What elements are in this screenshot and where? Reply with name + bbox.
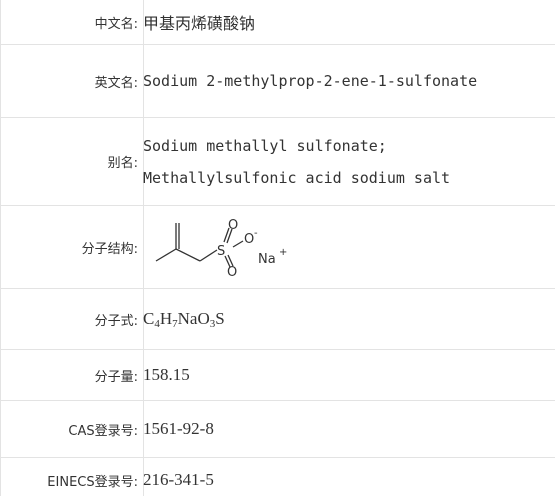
- table-row-formula: 分子式: C4H7NaO3S: [0, 289, 555, 350]
- formula-h: H: [159, 309, 173, 328]
- table-row-einecs: EINECS登录号: 216-341-5: [0, 458, 555, 502]
- alias-line-2: Methallylsulfonic acid sodium salt: [143, 168, 451, 187]
- atom-o-minus: O: [244, 232, 254, 247]
- english-name-label: 英文名:: [94, 75, 138, 91]
- mw-label: 分子量:: [94, 369, 138, 385]
- formula-s: S: [215, 309, 225, 328]
- structure-label: 分子结构:: [81, 241, 138, 257]
- cas-value: 1561-92-8: [143, 419, 214, 438]
- alias-value: Sodium methallyl sulfonate; Methallylsul…: [138, 130, 450, 194]
- table-row-chinese-name: 中文名: 甲基丙烯磺酸钠: [0, 0, 555, 45]
- atom-o-top: O: [228, 218, 238, 233]
- formula-o-count: 3: [209, 318, 216, 330]
- alias-line-1: Sodium methallyl sulfonate;: [143, 136, 387, 155]
- chinese-name-label: 中文名:: [94, 16, 138, 32]
- alias-label: 别名:: [107, 156, 138, 171]
- table-row-molecular-weight: 分子量: 158.15: [0, 350, 555, 401]
- cas-label: CAS登录号:: [68, 423, 138, 439]
- formula-value: C4H7NaO3S: [138, 309, 225, 330]
- table-row-alias: 别名: Sodium methallyl sulfonate; Methally…: [0, 118, 555, 206]
- einecs-label: EINECS登录号:: [47, 474, 138, 490]
- formula-c-count: 4: [154, 318, 160, 330]
- table-column-divider: [143, 0, 144, 496]
- bond-lines: [155, 223, 244, 268]
- table-left-border: [0, 0, 1, 496]
- table-row-english-name: 英文名: Sodium 2-methylprop-2-ene-1-sulfona…: [0, 45, 555, 118]
- english-name-value: Sodium 2-methylprop-2-ene-1-sulfonate: [143, 72, 478, 90]
- charge-minus: -: [254, 228, 258, 239]
- atom-s: S: [217, 244, 225, 259]
- charge-plus: +: [279, 247, 287, 258]
- formula-c: C: [143, 309, 155, 328]
- structure-value: O O - S O Na +: [138, 209, 323, 285]
- mw-value: 158.15: [143, 365, 190, 384]
- table-row-cas: CAS登录号: 1561-92-8: [0, 401, 555, 458]
- atom-na: Na: [258, 252, 276, 267]
- einecs-value: 216-341-5: [143, 470, 214, 489]
- formula-nao: NaO: [177, 309, 210, 328]
- table-row-structure: 分子结构: O O - S O: [0, 206, 555, 289]
- molecular-structure-diagram: O O - S O Na +: [155, 218, 287, 280]
- formula-h-count: 7: [172, 318, 178, 330]
- atom-o-bottom: O: [227, 265, 237, 280]
- formula-label: 分子式:: [94, 313, 138, 329]
- chinese-name-value: 甲基丙烯磺酸钠: [143, 14, 256, 33]
